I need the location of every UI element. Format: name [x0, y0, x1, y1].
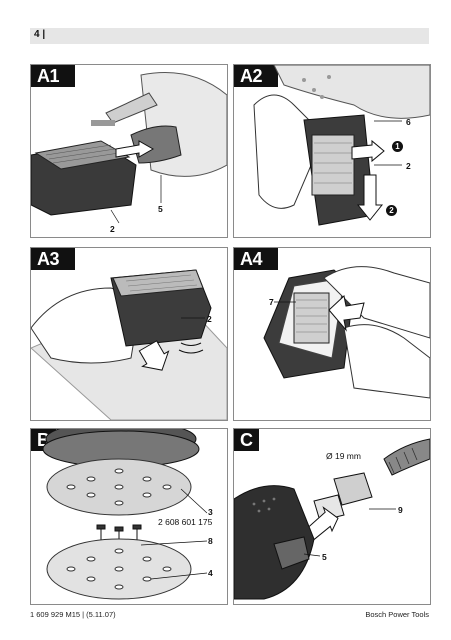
callout-c-9: 9 [398, 505, 403, 515]
panel-a3-illustration [31, 269, 227, 420]
panel-a4-label: A4 [234, 248, 278, 270]
callout-a4-7: 7 [269, 297, 274, 307]
panel-c-label: C [234, 429, 259, 451]
panel-c: C Ø 19 mm 9 5 [233, 428, 431, 605]
panel-a1-illustration [31, 72, 227, 224]
panel-a2: A2 6 2 1 2 [233, 64, 431, 238]
panel-a4: A4 7 [233, 247, 431, 421]
panel-a3: A3 2 [30, 247, 228, 421]
header-bar: 4 | [30, 28, 429, 44]
panel-b: B 3 2 608 601 175 8 4 [30, 428, 228, 605]
callout-c-5: 5 [322, 552, 327, 562]
step-1-badge: 1 [392, 141, 403, 152]
callout-c-diameter: Ø 19 mm [326, 451, 361, 461]
panel-a1: A1 2 5 [30, 64, 228, 238]
callout-a1-5: 5 [158, 204, 163, 214]
callout-b-8: 8 [208, 536, 213, 546]
callout-a3-2: 2 [207, 314, 212, 324]
page-number: 4 | [34, 29, 46, 40]
panel-a3-label: A3 [31, 248, 75, 270]
callout-a2-2: 2 [406, 161, 411, 171]
panel-c-illustration [234, 438, 430, 600]
footer-left: 1 609 929 M15 | (5.11.07) [30, 610, 116, 619]
panel-a4-illustration [263, 266, 430, 399]
panel-b-illustration [42, 429, 208, 600]
callout-b-part-number: 2 608 601 175 [158, 517, 213, 527]
callout-b-3: 3 [208, 507, 213, 517]
panel-a2-label: A2 [234, 65, 278, 87]
callout-a2-6: 6 [406, 117, 411, 127]
panel-a1-label: A1 [31, 65, 75, 87]
footer-right: Bosch Power Tools [365, 610, 429, 619]
callout-b-4: 4 [208, 568, 213, 578]
step-2-badge: 2 [386, 205, 397, 216]
callout-a1-2: 2 [110, 224, 115, 234]
panel-a2-illustration [253, 65, 430, 226]
